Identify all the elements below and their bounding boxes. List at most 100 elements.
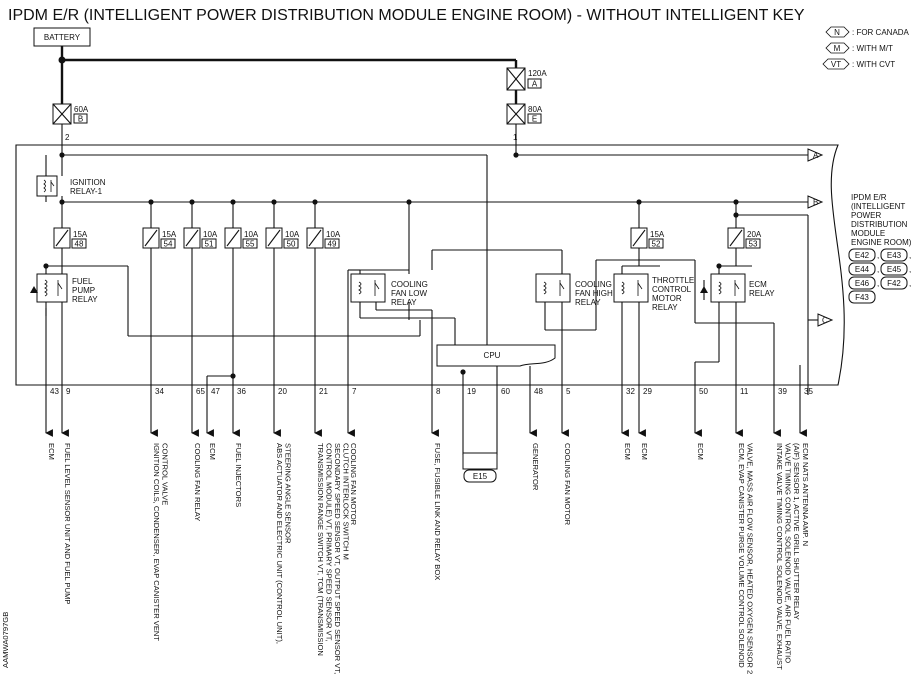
output-destination: COOLING FAN RELAY [193, 443, 202, 521]
cpu-block: CPU [436, 344, 556, 367]
pin-number: 36 [237, 387, 246, 396]
output-destination: INTAKE VALVE TIMING CONTROL SOLENOID VAL… [775, 443, 801, 670]
fuse-amp: 80A [528, 105, 543, 114]
pin-number: 29 [643, 387, 652, 396]
svg-text:MODULE: MODULE [851, 229, 885, 238]
throttle-control-motor-relay: THROTTLE CONTROL MOTOR RELAY [613, 273, 694, 312]
fuse-52: 15A 52 [630, 227, 665, 249]
ignition-relay: IGNITION RELAY-1 [36, 175, 106, 197]
svg-text:CONTROL: CONTROL [652, 285, 692, 294]
output-destination: FUEL INJECTORS [234, 443, 243, 507]
cooling-fan-low-relay: COOLING FAN LOW RELAY [350, 273, 428, 307]
fuse-code: B [78, 115, 83, 124]
output-destination: ECM [640, 443, 649, 460]
output-destination: COOLING FAN MOTOR [563, 443, 572, 526]
connector-code: E42 [855, 251, 870, 260]
output-destination: ECM, EVAP CANISTER PURGE VOLUME CONTROL … [737, 443, 755, 674]
output-destination: FUEL LEVEL SENSOR UNIT AND FUEL PUMP [63, 443, 72, 604]
legend-item-mt: M : WITH M/T [825, 42, 893, 54]
pin-number: 8 [436, 387, 441, 396]
svg-text:COOLING: COOLING [391, 280, 428, 289]
svg-text:PUMP: PUMP [72, 286, 95, 295]
output-destination: ECM [696, 443, 705, 460]
fuse-53: 20A 53 [727, 227, 762, 249]
legend-item-canada: N : FOR CANADA [825, 26, 910, 38]
ipdm-module-outline [15, 144, 845, 386]
pin-number: 21 [319, 387, 328, 396]
svg-text:RELAY: RELAY [749, 289, 775, 298]
ipdm-connector-list: E42 , E43 , E44 , E45 , E46 , F42 , F43 [848, 248, 911, 304]
output-destination: FUSE, FUSIBLE LINK AND RELAY BOX [433, 443, 442, 580]
connector-code: F43 [855, 293, 869, 302]
svg-text:THROTTLE: THROTTLE [652, 276, 694, 285]
pin-number: 11 [740, 387, 749, 396]
svg-text:FUEL: FUEL [72, 277, 93, 286]
legend-text: : FOR CANADA [852, 28, 910, 37]
svg-text:55: 55 [246, 240, 255, 249]
fuse-amp: 120A [528, 69, 547, 78]
internal-wiring [43, 152, 818, 456]
svg-text:IGNITION: IGNITION [70, 178, 106, 187]
pin-number: 9 [66, 387, 71, 396]
cooling-fan-high-relay: COOLING FAN HIGH RELAY [535, 273, 613, 307]
legend-symbol: N [834, 28, 840, 37]
connector-code: E43 [887, 251, 902, 260]
fuse-amp: 60A [74, 105, 89, 114]
output-destination: ABS ACTUATOR AND ELECTRIC UNIT (CONTROL … [275, 443, 293, 644]
connector-b: B [807, 195, 824, 209]
output-destination: COOLING FAN MOTOR [349, 443, 358, 526]
pin-number: 32 [626, 387, 635, 396]
svg-text:,: , [877, 279, 879, 288]
pin-number: 20 [278, 387, 287, 396]
svg-text:,: , [877, 265, 879, 274]
fuse-48: 15A 48 [53, 227, 88, 249]
fuse-pin: 1 [513, 133, 518, 142]
svg-text:MOTOR: MOTOR [652, 294, 682, 303]
svg-text:49: 49 [328, 240, 337, 249]
pin-number: 7 [352, 387, 357, 396]
fuse-code: E [532, 115, 537, 124]
fuse-51: 10A 51 [183, 227, 218, 249]
svg-text:ECM: ECM [749, 280, 767, 289]
fuse-pin: 2 [65, 133, 70, 142]
fuse-80a: 80A E 1 [506, 103, 543, 142]
svg-text:,: , [909, 251, 911, 260]
pin-number: 35 [804, 387, 813, 396]
svg-text:,: , [877, 251, 879, 260]
svg-text:10A: 10A [203, 230, 218, 239]
svg-text:20A: 20A [747, 230, 762, 239]
svg-text:FAN HIGH: FAN HIGH [575, 289, 613, 298]
battery-wiring [58, 46, 518, 155]
diagram-title: IPDM E/R (INTELLIGENT POWER DISTRIBUTION… [8, 7, 805, 24]
pin-number: 39 [778, 387, 787, 396]
svg-text:RELAY: RELAY [391, 298, 417, 307]
output-destination: ECM [47, 443, 56, 460]
fuse-60a: 60A B 2 [52, 103, 89, 142]
pin-number: 19 [467, 387, 476, 396]
fuel-pump-relay: FUEL PUMP RELAY [30, 273, 98, 304]
output-destination: TRANSMISSION RANGE SWITCH VT, TCM (TRANS… [316, 443, 351, 674]
svg-text:15A: 15A [162, 230, 177, 239]
svg-text:COOLING: COOLING [575, 280, 612, 289]
output-pin: 60 [501, 387, 510, 396]
ecm-relay: ECM RELAY [700, 273, 775, 303]
svg-text:(INTELLIGENT: (INTELLIGENT [851, 202, 905, 211]
svg-text:51: 51 [205, 240, 214, 249]
output-destination: ECM [623, 443, 632, 460]
pin-number: 47 [211, 387, 220, 396]
ground-e15: E15 [462, 452, 498, 483]
legend-symbol: VT [831, 60, 841, 69]
output-destination: IGNITION COILS, CONDENSER, EVAP CANISTER… [152, 443, 170, 641]
